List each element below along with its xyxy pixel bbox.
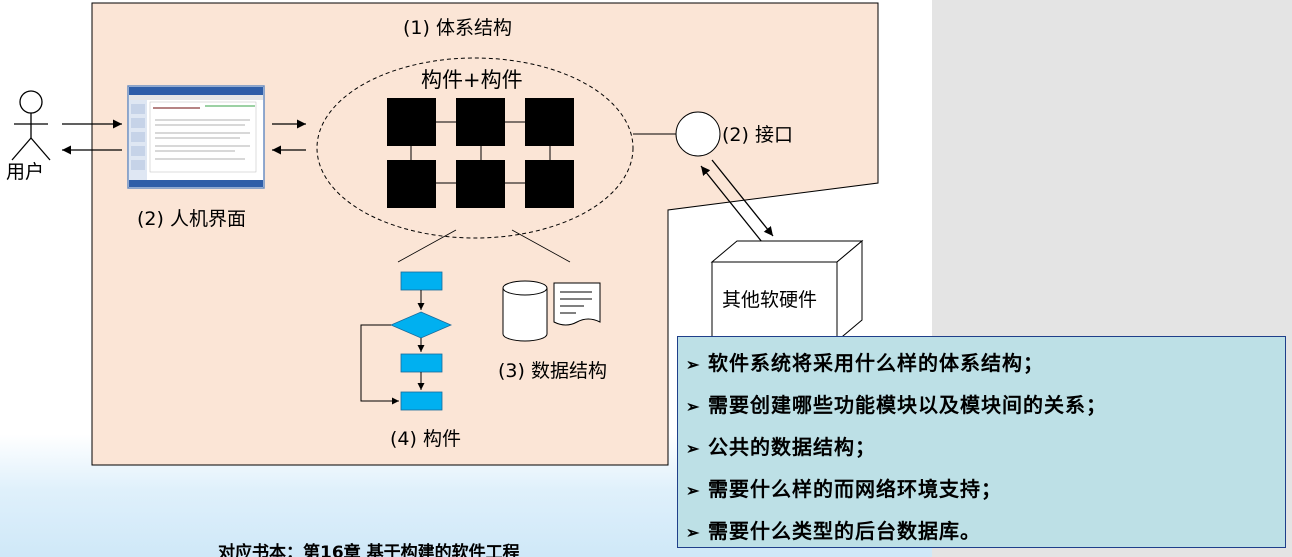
requirement-item: ➢需要什么类型的后台数据库。 — [686, 511, 1285, 553]
component-block — [456, 160, 505, 208]
interface-label: (2) 接口 — [722, 124, 793, 146]
component-block — [525, 160, 574, 208]
arrow-bullet-icon: ➢ — [686, 481, 701, 500]
user-label: 用户 — [6, 161, 44, 183]
cluster-to-data-line — [511, 229, 571, 263]
database-icon — [502, 280, 548, 342]
other-hardware-box — [710, 239, 864, 343]
data-structure-label: (3) 数据结构 — [498, 360, 607, 382]
architecture-panel — [91, 2, 879, 466]
other-hardware-label: 其他软硬件 — [722, 289, 817, 311]
requirement-item: ➢软件系统将采用什么样的体系结构； — [686, 343, 1285, 385]
user-icon — [11, 90, 51, 161]
hci-screenshot-icon — [127, 85, 265, 189]
component-cluster-ellipse — [316, 57, 634, 239]
component-label: (4) 构件 — [390, 428, 461, 450]
arrow-bullet-icon: ➢ — [686, 397, 701, 416]
interface-icon — [675, 111, 721, 157]
flowchart-icon — [360, 271, 453, 411]
requirement-item: ➢需要创建哪些功能模块以及模块间的关系； — [686, 385, 1285, 427]
arrow-bullet-icon: ➢ — [686, 439, 701, 458]
component-blocks — [387, 98, 574, 208]
component-block — [387, 98, 436, 146]
arrow-bullet-icon: ➢ — [686, 355, 701, 374]
component-block — [456, 98, 505, 146]
footer-note: 对应书本：第16章 基于构建的软件工程 — [218, 543, 520, 557]
requirement-item: ➢公共的数据结构； — [686, 427, 1285, 469]
architecture-title: (1) 体系结构 — [403, 17, 512, 39]
interface-to-other-arrow — [711, 159, 774, 237]
document-icon — [553, 282, 601, 326]
requirements-box: ➢软件系统将采用什么样的体系结构； ➢需要创建哪些功能模块以及模块间的关系； ➢… — [677, 336, 1286, 548]
component-block — [525, 98, 574, 146]
requirement-item: ➢需要什么样的而网络环境支持； — [686, 469, 1285, 511]
component-block — [387, 160, 436, 208]
component-cluster-label: 构件+构件 — [421, 68, 523, 92]
hci-label: (2) 人机界面 — [137, 208, 246, 230]
arrow-bullet-icon: ➢ — [686, 523, 701, 542]
other-to-interface-arrow — [700, 165, 763, 243]
cluster-to-component-line — [397, 229, 457, 263]
